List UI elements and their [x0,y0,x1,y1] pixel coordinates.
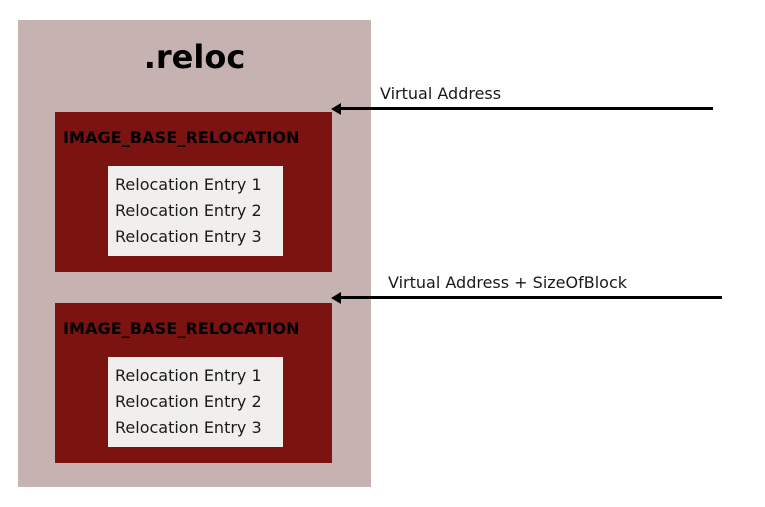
relocation-entry-list-2: Relocation Entry 1 Relocation Entry 2 Re… [108,357,283,447]
virtual-address-arrow-line [340,107,713,110]
virtual-address-sizeofblock-label: Virtual Address + SizeOfBlock [388,273,628,292]
list-item: Relocation Entry 1 [115,366,262,385]
arrow-left-icon [331,103,341,115]
list-item: Relocation Entry 1 [115,175,262,194]
page-title: .reloc [143,38,246,76]
list-item: Relocation Entry 3 [115,418,262,437]
reloc-section-panel: .reloc IMAGE_BASE_RELOCATION Relocation … [18,20,371,487]
list-item: Relocation Entry 2 [115,201,262,220]
virtual-address-label: Virtual Address [380,84,502,103]
relocation-block-1-title: IMAGE_BASE_RELOCATION [63,128,300,147]
list-item: Relocation Entry 2 [115,392,262,411]
virtual-address-sizeofblock-arrow-line [340,296,722,299]
relocation-block-1: IMAGE_BASE_RELOCATION Relocation Entry 1… [55,112,332,272]
relocation-entry-list-1: Relocation Entry 1 Relocation Entry 2 Re… [108,166,283,256]
arrow-left-icon [331,292,341,304]
relocation-block-2-title: IMAGE_BASE_RELOCATION [63,319,300,338]
list-item: Relocation Entry 3 [115,227,262,246]
relocation-block-2: IMAGE_BASE_RELOCATION Relocation Entry 1… [55,303,332,463]
